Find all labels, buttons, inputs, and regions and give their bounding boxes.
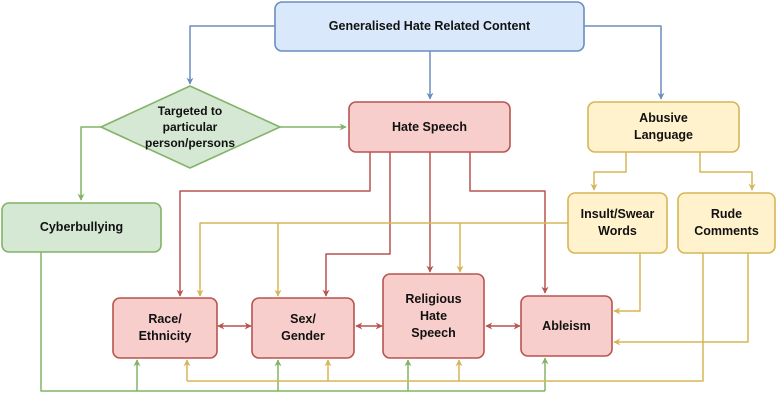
edge-rude-ableism xyxy=(613,253,749,346)
edge-abusive-insult xyxy=(590,152,627,191)
edge-generalised-targeted xyxy=(186,25,275,85)
node-hatespeech xyxy=(348,101,511,153)
node-cyberbullying xyxy=(1,202,162,253)
node-insult xyxy=(567,192,668,254)
edge-cyberbullying-bus xyxy=(40,252,545,392)
node-generalised xyxy=(274,1,585,52)
node-abusive xyxy=(587,101,740,153)
edge-targeted-cyberbullying xyxy=(77,126,101,201)
edge-hatespeech-race xyxy=(176,152,371,297)
node-targeted xyxy=(99,85,282,169)
edge-generalised-abusive xyxy=(584,25,665,100)
node-ableism xyxy=(520,295,613,357)
edge-insult-ableism xyxy=(613,253,641,315)
node-rude xyxy=(677,192,776,254)
node-sex xyxy=(251,297,355,359)
edge-abusive-rude xyxy=(699,152,756,191)
edge-rude-bus xyxy=(187,253,704,382)
edge-hatespeech-ableism xyxy=(469,152,549,294)
node-race xyxy=(112,297,218,359)
edge-insult-race xyxy=(196,222,568,297)
edge-hatespeech-sex xyxy=(322,152,391,297)
node-religious xyxy=(382,273,485,359)
